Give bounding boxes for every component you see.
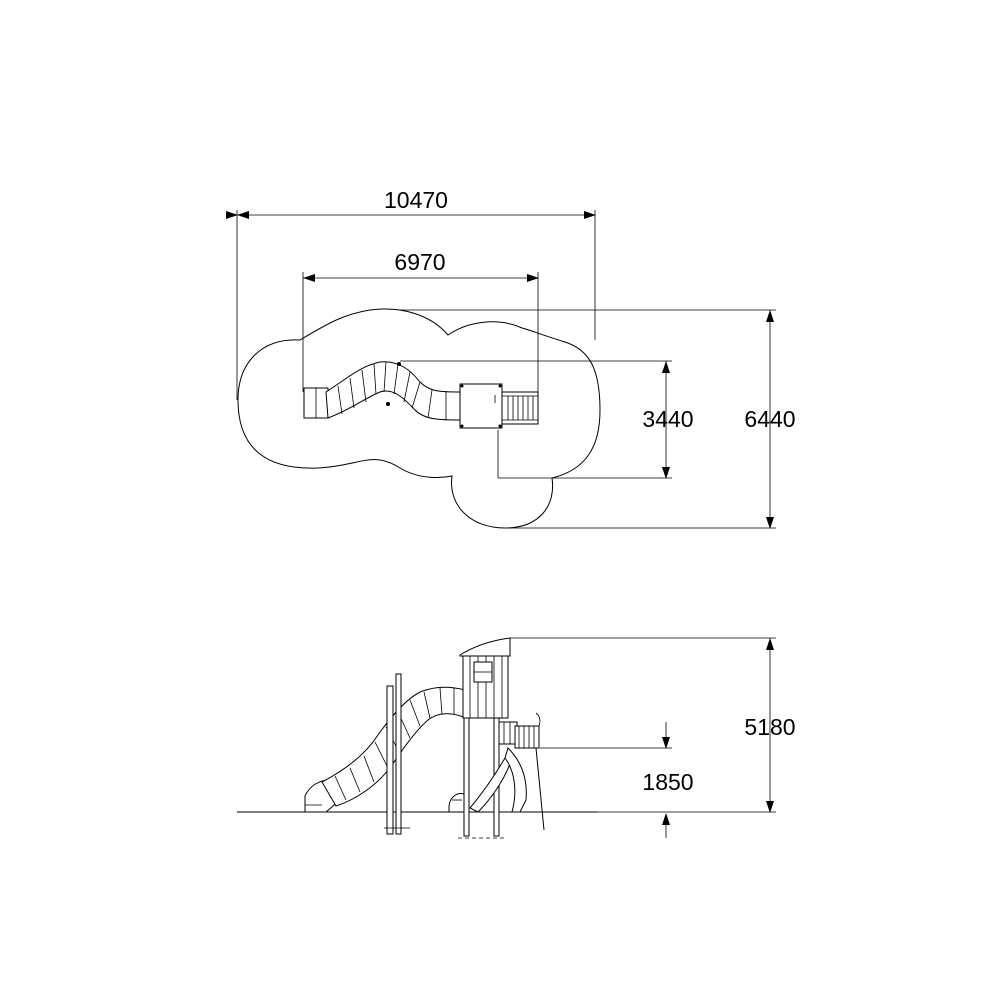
entry-railing <box>504 712 545 831</box>
dim-label-total-height: 5180 <box>744 714 795 740</box>
ladder-plan <box>501 391 539 425</box>
dim-label-inner-width: 6970 <box>394 249 445 275</box>
dim-platform-height: 1850 <box>540 722 694 838</box>
dim-label-inner-depth: 3440 <box>642 406 693 432</box>
platform-plan <box>459 383 503 429</box>
tower-roof <box>459 637 511 719</box>
tube-slide-plan <box>325 361 463 421</box>
tube-slide-side <box>321 686 467 807</box>
dim-label-overall-depth: 6440 <box>744 406 795 432</box>
dim-overall-depth: 6440 <box>400 309 796 529</box>
slide-support-posts <box>384 673 410 835</box>
slide-exit-plan <box>303 387 329 419</box>
safety-zone-outline <box>237 308 601 529</box>
elevation-view: 5180 1850 <box>237 637 796 839</box>
climber-element <box>448 793 465 813</box>
ladder-side <box>469 721 518 813</box>
dim-inner-depth: 3440 <box>400 360 694 479</box>
dim-label-platform-height: 1850 <box>642 769 693 795</box>
dim-inner-width: 6970 <box>302 249 539 392</box>
plan-view: 10470 6970 3440 6440 <box>226 187 796 529</box>
dim-total-height: 5180 <box>510 637 796 813</box>
dim-label-overall-width: 10470 <box>384 187 448 213</box>
dim-overall-width: 10470 <box>226 187 596 400</box>
